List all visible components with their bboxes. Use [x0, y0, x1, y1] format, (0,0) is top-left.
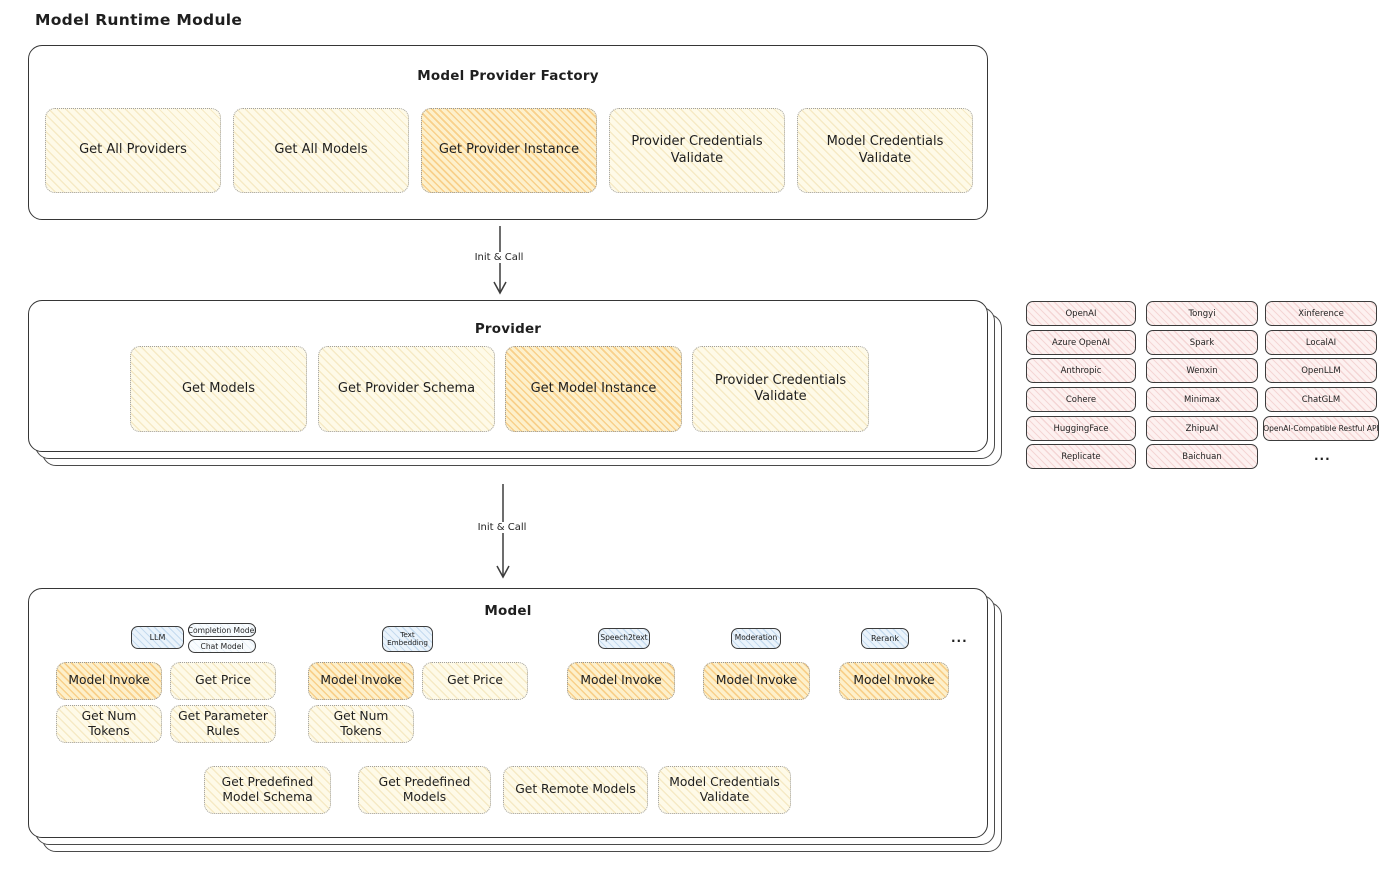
provider-chip-anthropic: Anthropic — [1026, 358, 1136, 383]
factory-op-get-all-providers: Get All Providers — [45, 108, 221, 193]
llm-op-get-num-tokens: Get Num Tokens — [56, 705, 162, 743]
llm-op-get-price: Get Price — [170, 662, 276, 700]
provider-op-provider-credentials-validate: Provider Credentials Validate — [692, 346, 869, 432]
diagram-title: Model Runtime Module — [35, 11, 243, 29]
provider-chip-spark: Spark — [1146, 330, 1258, 355]
provider-op-get-provider-schema: Get Provider Schema — [318, 346, 495, 432]
moderation-op-model-invoke: Model Invoke — [703, 662, 810, 700]
model-op-get-predefined-model-schema: Get Predefined Model Schema — [204, 766, 331, 814]
provider-chip-azure-openai: Azure OpenAI — [1026, 330, 1136, 355]
provider-chip-minimax: Minimax — [1146, 387, 1258, 412]
model-type-badge-text-embedding: Text Embedding — [382, 626, 433, 652]
provider-op-get-model-instance: Get Model Instance — [505, 346, 682, 432]
llm-op-model-invoke: Model Invoke — [56, 662, 162, 700]
model-op-get-predefined-models: Get Predefined Models — [358, 766, 491, 814]
factory-op-provider-credentials-validate: Provider Credentials Validate — [609, 108, 785, 193]
llm-op-get-parameter-rules: Get Parameter Rules — [170, 705, 276, 743]
arrow-label-init-call-1: Init & Call — [470, 252, 528, 263]
rerank-op-model-invoke: Model Invoke — [839, 662, 949, 700]
factory-panel: Model Provider Factory Get All Providers… — [28, 45, 988, 220]
model-panel-title: Model — [484, 603, 532, 619]
embedding-op-model-invoke: Model Invoke — [308, 662, 414, 700]
provider-chip-xinference: Xinference — [1265, 301, 1377, 326]
arrow-label-init-call-2: Init & Call — [473, 522, 531, 533]
provider-chip-wenxin: Wenxin — [1146, 358, 1258, 383]
model-type-badge-llm: LLM — [131, 626, 184, 649]
provider-chip-zhipuai: ZhipuAI — [1146, 416, 1258, 441]
model-type-badge-speech2text: Speech2text — [598, 628, 650, 649]
provider-chip-openllm: OpenLLM — [1265, 358, 1377, 383]
model-types-ellipsis: ... — [951, 631, 968, 645]
model-op-get-remote-models: Get Remote Models — [503, 766, 648, 814]
model-type-tag-chat-model: Chat Model — [188, 639, 256, 653]
provider-chip-openai: OpenAI — [1026, 301, 1136, 326]
provider-chip-openai-compatible: OpenAI-Compatible Restful API — [1263, 416, 1379, 441]
provider-chip-localai: LocalAI — [1265, 330, 1377, 355]
factory-op-get-all-models: Get All Models — [233, 108, 409, 193]
model-type-badge-rerank: Rerank — [861, 628, 909, 649]
provider-chip-baichuan: Baichuan — [1146, 444, 1258, 469]
speech2text-op-model-invoke: Model Invoke — [567, 662, 675, 700]
provider-list: OpenAI Azure OpenAI Anthropic Cohere Hug… — [1026, 301, 1380, 473]
factory-panel-title: Model Provider Factory — [417, 68, 599, 84]
factory-op-get-provider-instance: Get Provider Instance — [421, 108, 597, 193]
embedding-op-get-price: Get Price — [422, 662, 528, 700]
model-type-badge-moderation: Moderation — [731, 628, 781, 649]
provider-chip-replicate: Replicate — [1026, 444, 1136, 469]
model-panel: Model LLM Completion Model Chat Model Te… — [28, 588, 988, 838]
model-type-tag-completion-model: Completion Model — [188, 623, 256, 637]
provider-list-ellipsis: ... — [1314, 449, 1331, 463]
provider-op-get-models: Get Models — [130, 346, 307, 432]
provider-chip-huggingface: HuggingFace — [1026, 416, 1136, 441]
embedding-op-get-num-tokens: Get Num Tokens — [308, 705, 414, 743]
provider-panel-title: Provider — [474, 321, 542, 337]
provider-chip-tongyi: Tongyi — [1146, 301, 1258, 326]
model-op-model-credentials-validate: Model Credentials Validate — [658, 766, 791, 814]
provider-panel: Provider Get Models Get Provider Schema … — [28, 300, 988, 452]
provider-chip-cohere: Cohere — [1026, 387, 1136, 412]
factory-op-model-credentials-validate: Model Credentials Validate — [797, 108, 973, 193]
provider-chip-chatglm: ChatGLM — [1265, 387, 1377, 412]
